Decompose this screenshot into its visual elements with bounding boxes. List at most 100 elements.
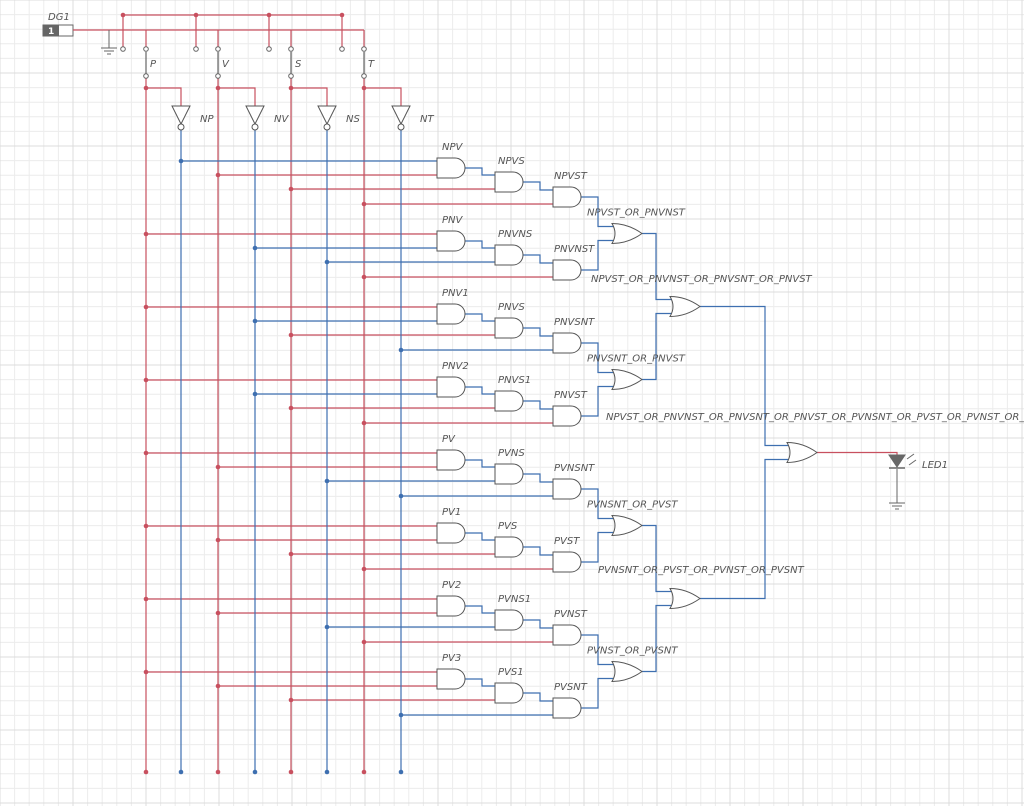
gate-label: PVS <box>498 521 518 532</box>
junction-dot <box>288 332 294 338</box>
junction-dot <box>288 85 294 91</box>
junction-dots <box>120 12 404 775</box>
wire <box>291 87 328 106</box>
inverter-bubble <box>251 123 259 131</box>
junction-dot <box>120 12 126 18</box>
switch-contact <box>215 46 221 52</box>
source-label: DG1 <box>48 12 70 23</box>
junction-dot <box>215 172 221 178</box>
gate-label: PVNST <box>554 609 588 620</box>
wire <box>581 677 615 709</box>
gate-label: PVNSNT_OR_PVST_OR_PVNST_OR_PVSNT <box>598 565 805 576</box>
gate-label: PNVST <box>554 390 588 401</box>
and4-gate <box>552 624 582 646</box>
wire <box>523 327 553 337</box>
and4-gate <box>552 332 582 354</box>
wire <box>218 87 256 106</box>
junction-dot <box>143 85 149 91</box>
ground-and-led <box>101 30 917 510</box>
junction-dot <box>288 405 294 411</box>
led-ray <box>906 453 915 460</box>
junction-dot <box>143 669 149 675</box>
and3-gate <box>494 536 524 558</box>
wire <box>364 87 402 106</box>
wire <box>700 305 790 447</box>
gate-label: PNVNST <box>554 244 595 255</box>
wire <box>642 604 673 673</box>
led-icon <box>888 454 906 468</box>
and2-gate <box>436 230 466 252</box>
inverter-label: NV <box>274 114 289 125</box>
junction-dot <box>288 769 294 775</box>
gate-label: PVNST_OR_PVSNT <box>587 646 678 657</box>
and2-gate <box>436 668 466 690</box>
and3-gate <box>494 609 524 631</box>
switch-contact <box>339 46 345 52</box>
junction-dot <box>215 464 221 470</box>
junction-dot <box>266 12 272 18</box>
and2-gate <box>436 522 466 544</box>
digital-source-dg1[interactable]: DG1 1 <box>42 12 74 37</box>
led-label: LED1 <box>922 460 948 471</box>
wire <box>146 87 182 106</box>
switch-contact <box>288 73 294 79</box>
wire <box>581 488 615 520</box>
wire <box>465 167 495 176</box>
switch-contact <box>193 46 199 52</box>
junction-dot <box>324 624 330 630</box>
switch-contact <box>361 73 367 79</box>
wire <box>465 459 495 468</box>
junction-dot <box>143 769 149 775</box>
gate-label: NPVST_OR_PNVNST_OR_PNVSNT_OR_PNVST <box>591 274 813 285</box>
gate-label: PVNSNT_OR_PVST <box>587 500 678 511</box>
junction-dot <box>361 639 367 645</box>
junction-dot <box>398 769 404 775</box>
gate-label: PVNS <box>498 448 525 459</box>
junction-dot <box>398 712 404 718</box>
and4-gate <box>552 551 582 573</box>
inverter-bubble <box>323 123 331 131</box>
junction-dot <box>215 610 221 616</box>
gate-label: PNV1 <box>442 288 469 299</box>
junction-dot <box>143 304 149 310</box>
wire <box>817 451 898 455</box>
gate-label: PV1 <box>442 507 461 518</box>
junction-dot <box>252 391 258 397</box>
wire <box>523 619 553 629</box>
junction-dot <box>361 274 367 280</box>
junction-dot <box>339 12 345 18</box>
junction-dot <box>215 85 221 91</box>
or-level1-gate <box>611 222 643 245</box>
switch-label: S <box>295 59 302 70</box>
wire <box>581 385 615 417</box>
gate-label: NPVST <box>554 171 588 182</box>
logic-gates <box>171 105 818 719</box>
junction-dot <box>361 85 367 91</box>
junction-dot <box>215 683 221 689</box>
junction-dot <box>143 450 149 456</box>
gate-label: PV3 <box>442 653 461 664</box>
inverter-label: NP <box>200 114 214 125</box>
or-level1-gate <box>611 514 643 537</box>
switch-contact <box>215 73 221 79</box>
wire <box>581 239 615 271</box>
junction-dot <box>361 201 367 207</box>
gate-label: PNVSNT <box>554 317 595 328</box>
switch-label: V <box>222 59 230 70</box>
gate-label: NPV <box>442 142 464 153</box>
led-ray <box>908 459 917 466</box>
and4-gate <box>552 186 582 208</box>
gate-label: NPVST_OR_PNVNST <box>587 208 686 219</box>
or-final-gate <box>786 441 818 464</box>
or-level1-gate <box>611 660 643 683</box>
or-level2-gate <box>669 295 701 318</box>
and2-gate <box>436 449 466 471</box>
gate-label: PNVNS <box>498 229 533 240</box>
junction-dot <box>361 769 367 775</box>
wire <box>581 342 615 374</box>
junction-dot <box>215 537 221 543</box>
inverter-bubble <box>177 123 185 131</box>
inverter-gate <box>317 105 337 126</box>
and4-gate <box>552 259 582 281</box>
